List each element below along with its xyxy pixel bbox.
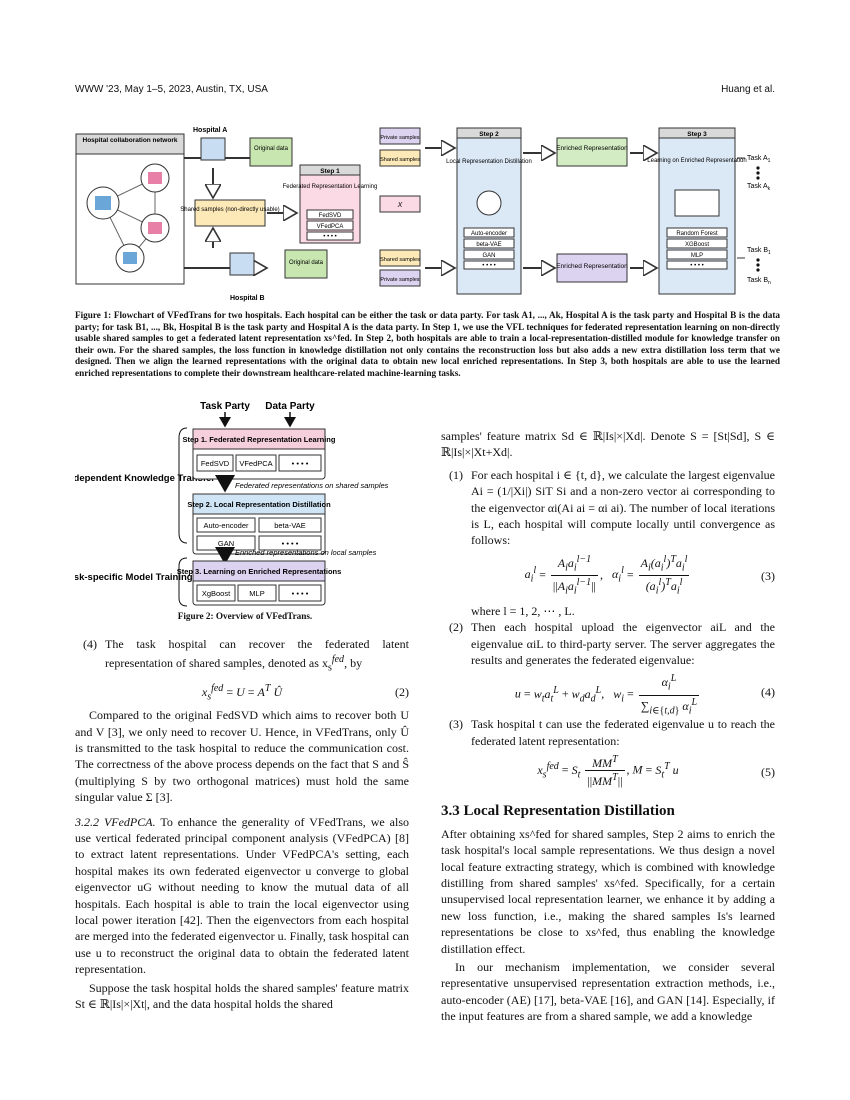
svg-text:beta-VAE: beta-VAE bbox=[476, 242, 501, 248]
list-item-1: (1)For each hospital i ∈ {t, d}, we calc… bbox=[449, 467, 775, 548]
svg-text:GAN: GAN bbox=[482, 253, 495, 259]
step1-box bbox=[299, 164, 361, 244]
task-ak-label: Task Ak bbox=[747, 183, 771, 192]
svg-text:FedSVD: FedSVD bbox=[319, 213, 342, 219]
figure-2-overview: Task Party Data Party Task-independent K… bbox=[75, 401, 389, 607]
figure-1-caption: Figure 1: Flowchart of VFedTrans for two… bbox=[75, 310, 780, 378]
svg-text:Enriched Representation: Enriched Representation bbox=[556, 145, 628, 152]
equation-2: xsfed = U = AT Û (2) bbox=[201, 683, 409, 703]
svg-text:beta-VAE: beta-VAE bbox=[274, 521, 306, 530]
svg-text:Shared samples: Shared samples bbox=[380, 257, 420, 263]
equation-5: xsfed = St MMT||MMT||, M = StT u (5) bbox=[537, 754, 775, 789]
svg-text:XgBoost: XgBoost bbox=[202, 589, 231, 598]
svg-text:Auto-encoder: Auto-encoder bbox=[471, 231, 507, 237]
equation-3: ail = Aiail−1||Aiail−1||, αil = Ai(ail)T… bbox=[524, 553, 775, 597]
svg-text:• • • •: • • • • bbox=[323, 234, 336, 240]
figure-2-caption: Figure 2: Overview of VFedTrans. bbox=[177, 611, 313, 621]
original-data-a-box bbox=[249, 137, 293, 167]
svg-text:Original data: Original data bbox=[254, 146, 289, 152]
svg-text:Federated Representation Learn: Federated Representation Learning bbox=[283, 184, 378, 190]
paragraph-fedsvd: Compared to the original FedSVD which ai… bbox=[75, 708, 409, 805]
svg-text:• • • •: • • • • bbox=[482, 263, 495, 269]
task-specific-label: Task-specific Model Training bbox=[75, 572, 193, 583]
svg-text:Learning on Enriched Represent: Learning on Enriched Representation bbox=[647, 158, 746, 164]
list-item-2: (2)Then each hospital upload the eigenve… bbox=[449, 620, 775, 668]
xfed-box bbox=[379, 195, 421, 213]
enriched-a-box bbox=[556, 137, 628, 167]
private-samples-b bbox=[379, 269, 421, 287]
svg-text:Federated representations on s: Federated representations on shared samp… bbox=[235, 481, 389, 490]
svg-text:FedSVD: FedSVD bbox=[201, 459, 230, 468]
svg-text:GAN: GAN bbox=[218, 539, 234, 548]
where-line: where l = 1, 2, ⋯ , L. bbox=[471, 603, 575, 618]
svg-text:• • • •: • • • • bbox=[292, 459, 309, 468]
running-header-right: Huang et al. bbox=[721, 84, 775, 95]
svg-text:X: X bbox=[397, 202, 403, 209]
svg-text:Data Party: Data Party bbox=[265, 401, 315, 412]
svg-text:Enriched Representation: Enriched Representation bbox=[556, 263, 628, 270]
task-independent-label: Task-independent Knowledge Transfer bbox=[75, 473, 215, 484]
brain-icon bbox=[476, 190, 502, 216]
list-item-4: (4) The task hospital can recover the fe… bbox=[83, 637, 409, 674]
svg-text:Private samples: Private samples bbox=[380, 277, 419, 283]
svg-text:Step 2. Local Representation D: Step 2. Local Representation Distillatio… bbox=[187, 500, 331, 509]
svg-text:Random Forest: Random Forest bbox=[676, 231, 718, 237]
svg-text:Task Party: Task Party bbox=[200, 401, 250, 412]
equation-4: u = wtatL + wdadL, wi = αiL∑i∈{t,d} αiL … bbox=[514, 673, 775, 717]
svg-text:• • • •: • • • • bbox=[292, 589, 309, 598]
svg-text:Step 2: Step 2 bbox=[479, 131, 499, 138]
section-heading: 3.3 Local Representation Distillation bbox=[441, 803, 675, 820]
list-item-3: (3)Task hospital t can use the federated… bbox=[449, 717, 775, 748]
hospital-node-icon bbox=[86, 163, 170, 273]
left-column: (4) The task hospital can recover the fe… bbox=[75, 636, 409, 1015]
hospital-b-label: Hospital B bbox=[230, 295, 265, 302]
svg-text:MLP: MLP bbox=[249, 589, 264, 598]
network-title: Hospital collaboration network bbox=[83, 137, 178, 144]
svg-text:Private samples: Private samples bbox=[380, 135, 419, 141]
svg-text:MLP: MLP bbox=[691, 253, 703, 259]
paragraph-vfedpca: 3.2.2 VFedPCA. To enhance the generality… bbox=[75, 814, 409, 977]
private-samples-a bbox=[379, 127, 421, 145]
svg-text:Auto-encoder: Auto-encoder bbox=[203, 521, 249, 530]
hospital-a-label: Hospital A bbox=[193, 127, 227, 134]
hospital-b-icon bbox=[229, 252, 255, 276]
svg-text:Local Representation Distillat: Local Representation Distillation bbox=[446, 159, 532, 165]
svg-text:Shared samples: Shared samples bbox=[380, 157, 420, 163]
shared-samples-nd-box bbox=[194, 199, 266, 227]
running-header-left: WWW '23, May 1–5, 2023, Austin, TX, USA bbox=[75, 84, 268, 95]
svg-text:Step 1: Step 1 bbox=[320, 168, 340, 175]
paragraph-feature-matrix: samples' feature matrix Sd ∈ ℝ|Is|×|Xd|.… bbox=[441, 429, 775, 460]
shared-samples-b bbox=[379, 249, 421, 267]
original-data-b-box bbox=[284, 249, 328, 279]
svg-text:XGBoost: XGBoost bbox=[685, 242, 709, 248]
paragraph-distillation: After obtaining xs^fed for shared sample… bbox=[441, 826, 775, 956]
svg-text:Step 3: Step 3 bbox=[687, 131, 707, 138]
hospital-a-icon bbox=[200, 137, 226, 161]
task-bn-label: Task Bn bbox=[747, 277, 771, 286]
task-b1-label: Task B1 bbox=[747, 247, 771, 256]
svg-text:Original data: Original data bbox=[289, 260, 324, 266]
svg-text:• • • •: • • • • bbox=[282, 539, 299, 548]
svg-text:Enriched representations on lo: Enriched representations on local sample… bbox=[235, 548, 377, 557]
ml-icon bbox=[674, 189, 720, 217]
svg-text:• • • •: • • • • bbox=[690, 263, 703, 269]
paragraph-suppose: Suppose the task hospital holds the shar… bbox=[75, 980, 409, 1012]
svg-text:VFedPCA: VFedPCA bbox=[239, 459, 272, 468]
svg-text:Step 1. Federated Representati: Step 1. Federated Representation Learnin… bbox=[183, 435, 336, 444]
shared-samples-a bbox=[379, 149, 421, 167]
svg-text:VFedPCA: VFedPCA bbox=[317, 224, 344, 230]
svg-text:Step 3. Learning on Enriched R: Step 3. Learning on Enriched Representat… bbox=[177, 567, 342, 576]
svg-text:Shared samples (non-directly u: Shared samples (non-directly usable) bbox=[180, 207, 279, 213]
enriched-b-box bbox=[556, 253, 628, 283]
paragraph-implementation: In our mechanism implementation, we cons… bbox=[441, 959, 775, 1024]
right-column: samples' feature matrix Sd ∈ ℝ|Is|×|Xd|.… bbox=[441, 428, 775, 1027]
figure-1-flowchart: Hospital collaboration network Hospital … bbox=[75, 127, 771, 302]
task-a1-label: Task A1 bbox=[747, 155, 771, 164]
